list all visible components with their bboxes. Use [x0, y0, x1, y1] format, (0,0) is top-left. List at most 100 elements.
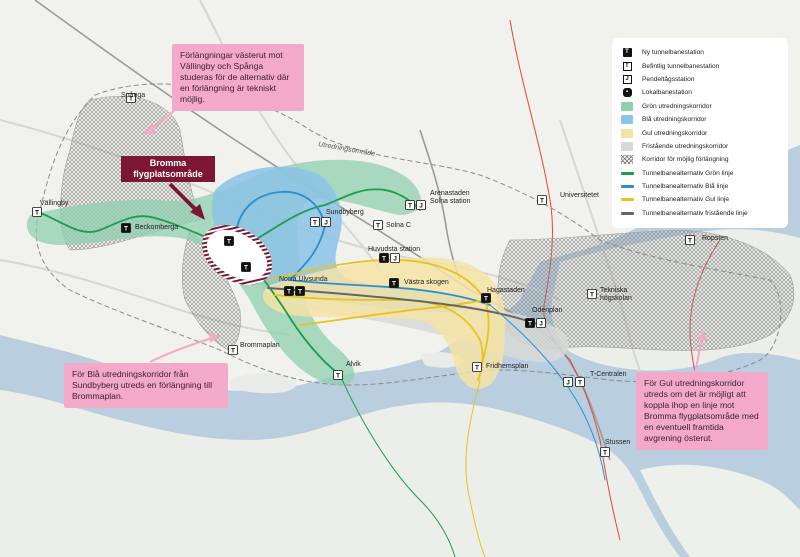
svg-text:T: T: [244, 264, 248, 271]
legend-label: Lokalbanestation: [642, 89, 692, 97]
place-label-norra-ulvsunda: Norra Ulvsunda: [279, 276, 328, 283]
place-label-huvudsta: Huvudsta station: [368, 246, 421, 253]
existing-metro-station-icon: J: [563, 377, 573, 387]
svg-text:T: T: [688, 237, 692, 244]
legend-item: Tunnelbanealternativ fristående linje: [620, 207, 780, 220]
existing-metro-station-icon: T: [600, 447, 610, 457]
new-metro-station-icon: T: [295, 286, 305, 296]
callout-south-arrow-head: [209, 332, 220, 343]
legend-item: Tunnelbanealternativ Blå linje: [620, 180, 780, 193]
bromma-pointer-head: [190, 204, 205, 220]
legend-item: Fristående utredningskorridor: [620, 140, 780, 153]
yellow-corridor: [262, 257, 505, 389]
place-label-sundbyberg: Sundbyberg: [326, 209, 364, 216]
place-label-arenastaden: Arenastaden Solna station: [430, 190, 471, 205]
svg-text:T: T: [227, 238, 231, 245]
existing-metro-station-icon: T: [575, 377, 585, 387]
legend-item: J Pendeltågsstation: [620, 73, 780, 86]
legend-swatch: [620, 101, 634, 111]
callout-west-arrow-head: [142, 124, 156, 134]
green-line: [37, 211, 341, 376]
blue-corridor: [211, 166, 465, 312]
bromma-pointer-arrow: [168, 182, 200, 214]
alternative-lines: [37, 188, 606, 557]
commuter-rail-icon: J: [620, 74, 634, 84]
svg-text:T: T: [129, 95, 133, 102]
svg-text:T: T: [590, 291, 594, 298]
svg-text:T: T: [540, 197, 544, 204]
legend-item: ▪Lokalbanestation: [620, 86, 780, 99]
legend-label: Tunnelbanealternativ Grön linje: [642, 169, 734, 177]
place-label-universitetet: Universitetet: [560, 192, 599, 199]
existing-metro-station-icon: T: [472, 362, 482, 372]
place-label-beckomberga: Beckomberga: [135, 224, 179, 231]
callout-south-arrow: [149, 337, 213, 363]
legend-item: Grön utredningskorridor: [620, 100, 780, 113]
new-metro-station-icon: T: [620, 48, 634, 58]
legend-label: Tunnelbanealternativ Gul linje: [642, 196, 729, 204]
legend-label: Befintlig tunnelbanestation: [642, 62, 720, 70]
legend-line-swatch: [620, 195, 634, 205]
grey-line: [267, 287, 541, 326]
svg-text:T: T: [313, 219, 317, 226]
yellow-line-c: [299, 299, 491, 326]
svg-text:T: T: [603, 449, 607, 456]
legend-label: Ny tunnelbanestation: [642, 49, 704, 57]
legend-swatch: [620, 115, 634, 125]
callout-yellow-east: För Gul utredningskorridor utreds om det…: [636, 372, 768, 450]
callout-west-extension: Förlängningar västerut mot Vällingby och…: [172, 44, 304, 111]
yellow-line-a: [267, 258, 490, 371]
legend-item: Tunnelbanealternativ Gul linje: [620, 193, 780, 206]
legend-label: Blå utredningskorridor: [642, 116, 707, 124]
new-metro-station-icon: T: [224, 236, 234, 246]
legend-line-swatch: [620, 182, 634, 192]
existing-metro-station-icon: T: [587, 289, 597, 299]
blue-line-south: [489, 304, 606, 481]
svg-text:T: T: [408, 202, 412, 209]
legend-swatch: [620, 128, 634, 138]
new-metro-station-icon: T: [284, 286, 294, 296]
place-label-brommaplan: Brommaplan: [240, 342, 280, 349]
svg-text:T: T: [298, 288, 302, 295]
place-label-solnac: Solna C: [386, 222, 411, 229]
svg-text:T: T: [392, 280, 396, 287]
place-label-alvik: Alvik: [346, 361, 361, 368]
svg-text:T: T: [124, 225, 128, 232]
existing-metro-station-icon: T: [32, 207, 42, 217]
svg-text:T: T: [35, 209, 39, 216]
svg-text:T: T: [528, 320, 532, 327]
bromma-airport[interactable]: [191, 213, 283, 297]
legend-label: Pendeltågsstation: [642, 75, 695, 83]
green-corridor: [26, 159, 421, 386]
legend-line-swatch: [620, 208, 634, 218]
existing-metro-station-icon: J: [390, 253, 400, 263]
legend-label: Tunnelbanealternativ fristående linje: [642, 209, 748, 217]
place-label-vallingby: Vällingby: [40, 200, 69, 207]
existing-metro-station-icon: T: [333, 370, 343, 380]
place-label-tekniska: Tekniska högskolan: [600, 287, 632, 302]
legend-line-swatch: [620, 168, 634, 178]
place-label-ropsten: Ropsten: [702, 235, 729, 242]
legend-swatch: [620, 141, 634, 151]
green-line-south: [339, 374, 456, 557]
place-label-hagastaden: Hagastaden: [487, 287, 525, 294]
legend-label: Grön utredningskorridor: [642, 102, 712, 110]
legend-label: Fristående utredningskorridor: [642, 142, 729, 150]
new-metro-station-icon: T: [121, 223, 131, 233]
legend-label: Tunnelbanealternativ Blå linje: [642, 183, 729, 191]
legend-item: Korridor för möjlig förlängning: [620, 153, 780, 166]
svg-text:T: T: [336, 372, 340, 379]
existing-metro-station-icon: T: [310, 217, 320, 227]
place-label-t-centralen: T-Centralen: [590, 371, 627, 378]
legend-item: Gul utredningskorridor: [620, 126, 780, 139]
bromma-area-label: Bromma flygplatsområde: [121, 156, 215, 182]
legend-hatch-swatch: [620, 155, 634, 165]
existing-metro-station-icon: J: [536, 318, 546, 328]
existing-metro-station-icon: T: [685, 235, 695, 245]
place-label-spanga: Spånga: [121, 92, 146, 99]
existing-metro-station-icon: T: [405, 200, 415, 210]
svg-text:T: T: [382, 255, 386, 262]
